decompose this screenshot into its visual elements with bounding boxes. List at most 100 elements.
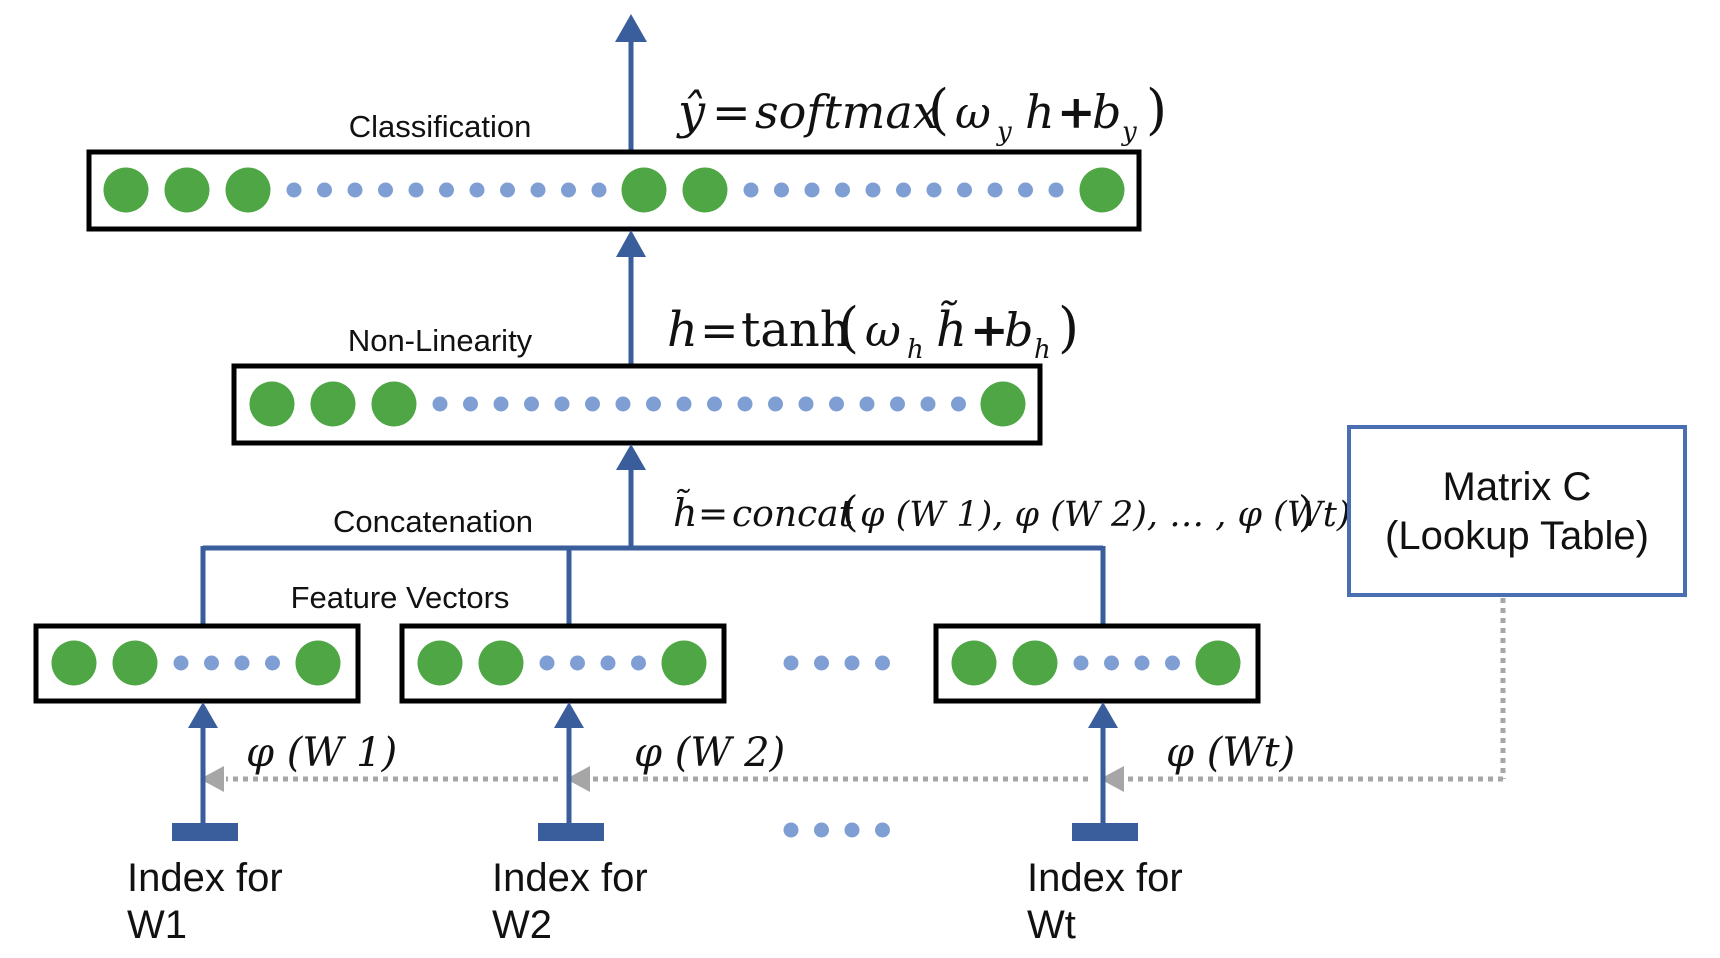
neuron-small (1104, 655, 1119, 671)
formula-equals: = (712, 85, 751, 139)
neuron (1012, 640, 1058, 686)
formula-concat-args: φ (W 1), φ (W 2), … , φ (Wt) (860, 495, 1350, 535)
lookup-arrowhead-1 (200, 766, 224, 792)
feature-vector-neurons (51, 640, 1241, 686)
neuron (295, 640, 341, 686)
neuron-small (432, 396, 448, 412)
formula-omega: ω (955, 88, 991, 139)
neuron-small (768, 396, 783, 412)
formula-h: h (1025, 85, 1055, 139)
neuron-small (707, 396, 722, 412)
neuron-small (774, 182, 789, 198)
neuron-small (1134, 655, 1150, 671)
neuron-small (676, 396, 692, 412)
neuron (417, 640, 463, 686)
arrow-concat-to-nonlinearity (616, 444, 646, 548)
neuron-small (561, 182, 576, 198)
neuron-small (859, 396, 875, 412)
neuron (103, 167, 149, 213)
phi-label-t: φ (Wt) (1166, 730, 1295, 776)
neuron-small (317, 182, 332, 198)
ellipsis-dot (844, 822, 860, 838)
ellipsis-dot (814, 655, 829, 671)
formula-paren-close: ) (1298, 487, 1314, 536)
ellipsis-dot (783, 655, 799, 671)
nonlinearity-label: Non-Linearity (348, 323, 533, 358)
arrow-nonlinearity-to-classification (616, 230, 646, 366)
formula-softmax: softmax (755, 85, 939, 139)
neuron-small (463, 396, 478, 412)
formula-omega-sub: y (996, 117, 1012, 147)
neuron-small (378, 182, 393, 198)
phi-label-1: φ (W 1) (246, 730, 397, 776)
neuron-small (926, 182, 942, 198)
neuron-small (737, 396, 753, 412)
neuron-small (835, 182, 850, 198)
neuron-small (890, 396, 905, 412)
formula-paren-open: ( (842, 487, 858, 536)
formula-equals: = (700, 303, 739, 357)
matrix-c-subtitle: (Lookup Table) (1385, 514, 1649, 558)
ellipsis-dot (814, 822, 829, 838)
ellipsis-dot (844, 655, 860, 671)
neuron (371, 381, 417, 427)
neuron (661, 640, 707, 686)
ellipsis-dots (783, 655, 890, 838)
neuron (51, 640, 97, 686)
neuron-small (829, 396, 844, 412)
neuron-small (1048, 182, 1064, 198)
ellipsis-dot (875, 655, 890, 671)
neuron-small (957, 182, 972, 198)
neuron (225, 167, 271, 213)
ellipsis-dot (875, 822, 890, 838)
neuron-small (585, 396, 600, 412)
neuron-small (1018, 182, 1033, 198)
formula-paren-open: ( (838, 296, 859, 359)
neuron-small (615, 396, 631, 412)
formula-b-sub: h (1034, 335, 1051, 365)
input-arrow-1 (172, 702, 238, 841)
classification-formula: ŷ = softmax ( ω y h + b y ) (676, 78, 1167, 147)
formula-tanh: tanh (741, 302, 851, 358)
formula-paren-open: ( (928, 78, 949, 141)
formula-b-sub: y (1121, 117, 1137, 147)
neuron-small (173, 655, 189, 671)
matrix-c-title: Matrix C (1443, 465, 1592, 509)
concatenation-label: Concatenation (333, 504, 533, 539)
neuron-small (286, 182, 302, 198)
formula-equals: = (698, 494, 728, 535)
neuron (621, 167, 667, 213)
concatenation-formula: h̃ = concat ( φ (W 1), φ (W 2), … , φ (W… (673, 487, 1350, 536)
formula-y-hat: ŷ (676, 84, 706, 140)
neuron-small (493, 396, 509, 412)
neuron-small (500, 182, 515, 198)
concatenation-bus (200, 545, 1106, 624)
neuron-small (951, 396, 966, 412)
neuron-small (347, 182, 363, 198)
neuron-small (530, 182, 546, 198)
neuron-small (234, 655, 250, 671)
lookup-arrowhead-2 (566, 766, 590, 792)
neuron (682, 167, 728, 213)
neuron-small (469, 182, 485, 198)
formula-b: b (1004, 303, 1033, 357)
output-arrow (615, 14, 647, 152)
input-label-t-line2: Wt (1027, 903, 1076, 947)
neuron-small (920, 396, 936, 412)
neuron-small (524, 396, 539, 412)
neuron (164, 167, 210, 213)
neuron-small (743, 182, 759, 198)
neuron (1079, 167, 1125, 213)
neuron-small (591, 182, 607, 198)
ellipsis-dot (783, 822, 799, 838)
neuron-small (631, 655, 646, 671)
nonlinearity-neurons (249, 381, 1026, 427)
matrix-c-box (1347, 425, 1687, 597)
formula-plus: + (1057, 85, 1096, 139)
input-label-2-line1: Index for (492, 856, 648, 900)
input-label-t-line1: Index for (1027, 856, 1183, 900)
input-label-1-line2: W1 (127, 903, 187, 947)
formula-paren-close: ) (1058, 296, 1079, 359)
